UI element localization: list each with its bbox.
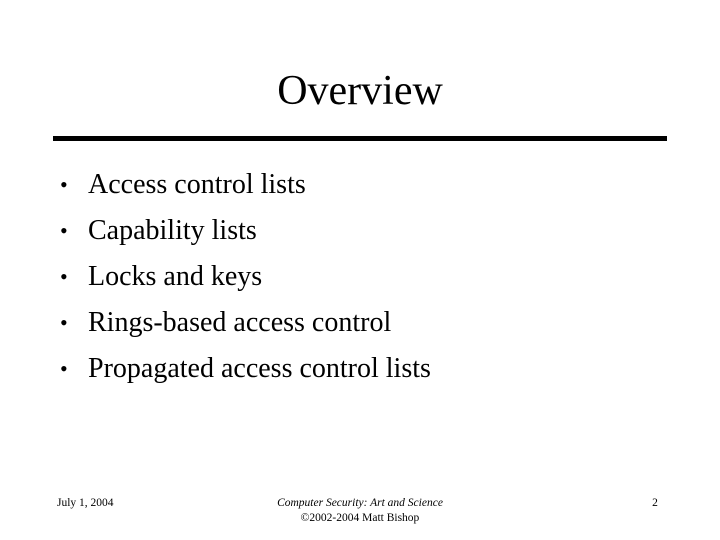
bullet-point-icon: • [60,264,68,289]
bullet-point-icon: • [60,172,68,197]
page-title: Overview [277,68,443,114]
title-divider-rule [53,136,667,141]
bullet-point-icon: • [60,310,68,335]
footer-copyright: ©2002-2004 Matt Bishop [300,512,420,524]
footer-page-number: 2 [652,497,658,509]
bullet-item-label: Propagated access control lists [88,353,431,384]
bullet-point-icon: • [60,356,68,381]
bullet-list: • Access control lists • Capability list… [56,162,676,392]
bullet-item-label: Access control lists [88,169,306,200]
bullet-item-label: Locks and keys [88,261,263,292]
bullet-item-label: Rings-based access control [88,307,392,338]
list-item: • Capability lists [56,208,676,254]
list-item: • Propagated access control lists [56,346,676,392]
slide-footer: July 1, 2004 Computer Security: Art and … [0,492,720,536]
list-item: • Locks and keys [56,254,676,300]
list-item: • Rings-based access control [56,300,676,346]
bullet-item-label: Capability lists [88,215,257,246]
list-item: • Access control lists [56,162,676,208]
footer-book-title: Computer Security: Art and Science [277,497,443,509]
footer-date: July 1, 2004 [57,497,114,509]
footer-attribution: Computer Security: Art and Science ©2002… [160,496,560,526]
bullet-point-icon: • [60,218,68,243]
